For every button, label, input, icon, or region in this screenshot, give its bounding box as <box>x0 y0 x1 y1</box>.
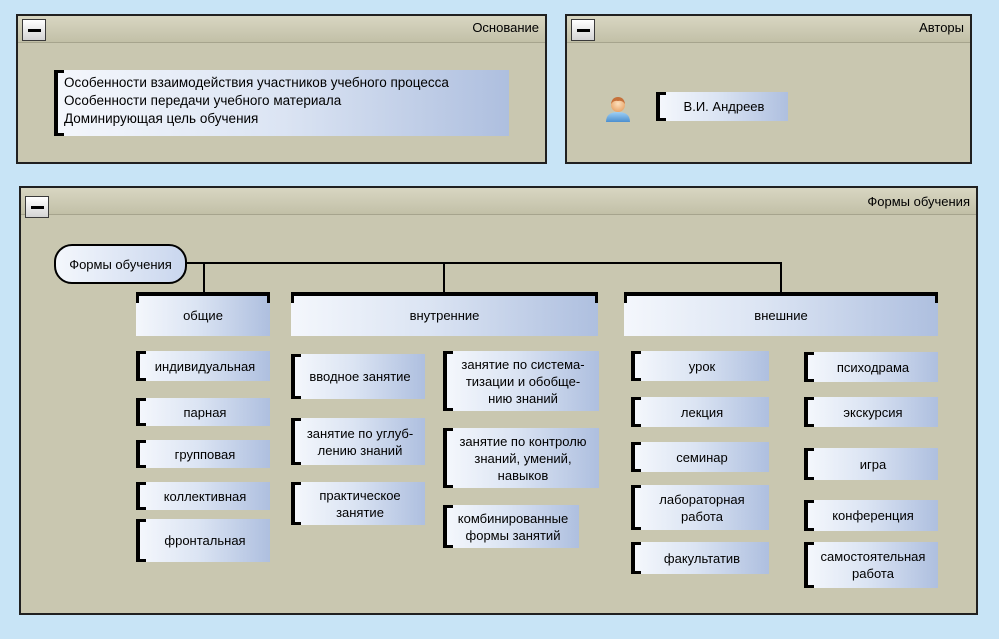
avtory-panel: Авторы В.И. Андреев <box>565 14 972 164</box>
minus-icon <box>577 29 590 32</box>
panel-title: Авторы <box>919 20 964 35</box>
list-item: занятие по система-тизации и обобще-нию … <box>443 351 599 411</box>
list-item: урок <box>631 351 769 381</box>
list-item: экскурсия <box>804 397 938 427</box>
connector-line <box>443 262 445 294</box>
list-item: групповая <box>136 440 270 468</box>
list-item: коллективная <box>136 482 270 510</box>
root-node: Формы обучения <box>54 244 187 284</box>
formy-header: Формы обучения <box>21 188 976 218</box>
list-item: лекция <box>631 397 769 427</box>
category-label: внешние <box>754 307 808 323</box>
user-icon <box>606 97 630 122</box>
osnovanie-list: Особенности взаимодействия участников уч… <box>54 70 509 136</box>
category-vneshnie: внешние <box>624 292 938 336</box>
connector-line <box>780 262 782 294</box>
list-item: семинар <box>631 442 769 472</box>
category-label: внутренние <box>409 307 480 323</box>
category-obshie: общие <box>136 292 270 336</box>
panel-title: Формы обучения <box>867 194 970 209</box>
connector-line <box>186 262 782 264</box>
list-item: факультатив <box>631 542 769 574</box>
avtory-header: Авторы <box>567 16 970 43</box>
connector-line <box>203 262 205 294</box>
root-label: Формы обучения <box>69 256 172 272</box>
osnovanie-header: Основание <box>18 16 545 43</box>
minus-icon <box>28 29 41 32</box>
list-item: конференция <box>804 500 938 531</box>
category-vnutrennie: внутренние <box>291 292 598 336</box>
osnovanie-panel: Основание Особенности взаимодействия уча… <box>16 14 547 164</box>
list-item: Доминирующая цель обучения <box>64 111 259 126</box>
list-item: Особенности взаимодействия участников уч… <box>64 75 449 90</box>
list-item: Особенности передачи учебного материала <box>64 93 342 108</box>
author-box: В.И. Андреев <box>656 92 788 121</box>
list-item: игра <box>804 448 938 480</box>
author-name: В.И. Андреев <box>683 99 765 114</box>
category-label: общие <box>183 307 223 323</box>
panel-title: Основание <box>472 20 539 35</box>
list-item: психодрама <box>804 352 938 382</box>
list-item: парная <box>136 398 270 426</box>
collapse-button[interactable] <box>571 19 595 41</box>
list-item: занятие по углуб-лению знаний <box>291 418 425 465</box>
list-item: вводное занятие <box>291 354 425 399</box>
collapse-button[interactable] <box>25 196 49 218</box>
minus-icon <box>31 206 44 209</box>
list-item: индивидуальная <box>136 351 270 381</box>
collapse-button[interactable] <box>22 19 46 41</box>
list-item: фронтальная <box>136 519 270 562</box>
